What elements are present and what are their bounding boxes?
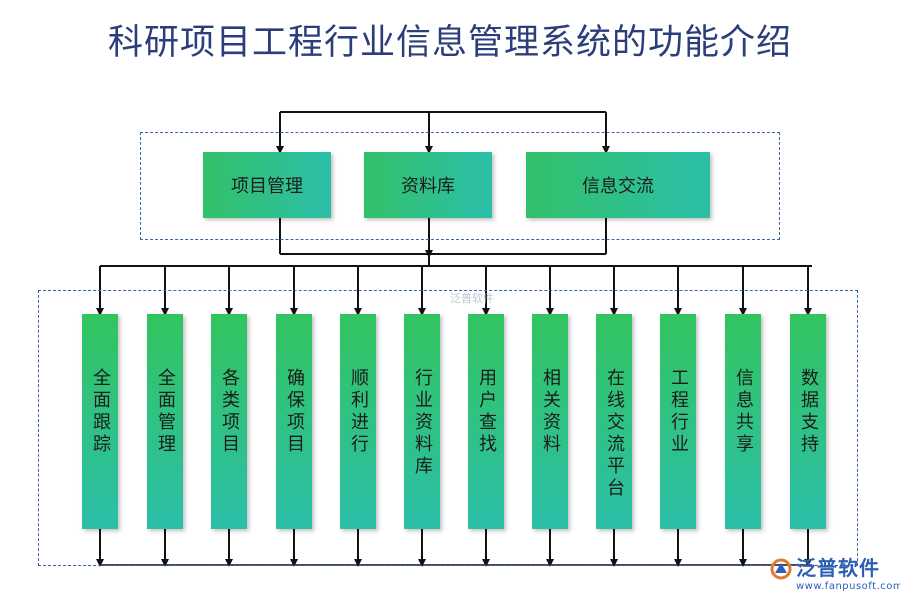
function-label: 行业资料库 — [412, 368, 433, 478]
top-module-group — [140, 132, 780, 240]
function-box-12: 数据支持 — [790, 314, 826, 529]
function-label: 工程行业 — [668, 368, 689, 456]
logo-name: 泛普软件 — [796, 556, 880, 580]
module-document-library: 资料库 — [364, 152, 492, 218]
function-box-6: 行业资料库 — [404, 314, 440, 529]
function-box-4: 确保项目 — [276, 314, 312, 529]
function-label: 在线交流平台 — [604, 368, 625, 500]
logo-url: www.fanpusoft.com — [796, 581, 900, 592]
function-label: 各类项目 — [219, 368, 240, 456]
function-box-9: 在线交流平台 — [596, 314, 632, 529]
function-box-5: 顺利进行 — [340, 314, 376, 529]
function-label: 相关资料 — [540, 368, 561, 456]
function-label: 用户查找 — [476, 368, 497, 456]
function-group — [38, 290, 858, 566]
function-label: 信息共享 — [733, 368, 754, 456]
module-project-management: 项目管理 — [203, 152, 331, 218]
function-label: 全面跟踪 — [90, 368, 111, 456]
function-box-2: 全面管理 — [147, 314, 183, 529]
function-label: 全面管理 — [155, 368, 176, 456]
module-information-exchange: 信息交流 — [526, 152, 710, 218]
function-box-11: 信息共享 — [725, 314, 761, 529]
logo-icon — [770, 558, 792, 580]
function-box-3: 各类项目 — [211, 314, 247, 529]
function-label: 确保项目 — [284, 368, 305, 456]
watermark: 泛普软件 — [450, 292, 494, 305]
function-box-10: 工程行业 — [660, 314, 696, 529]
brand-logo: 泛普软件 www.fanpusoft.com — [770, 552, 900, 592]
function-box-8: 相关资料 — [532, 314, 568, 529]
function-box-7: 用户查找 — [468, 314, 504, 529]
function-label: 顺利进行 — [348, 368, 369, 456]
diagram-title: 科研项目工程行业信息管理系统的功能介绍 — [107, 23, 792, 63]
function-box-1: 全面跟踪 — [82, 314, 118, 529]
function-label: 数据支持 — [798, 368, 819, 456]
